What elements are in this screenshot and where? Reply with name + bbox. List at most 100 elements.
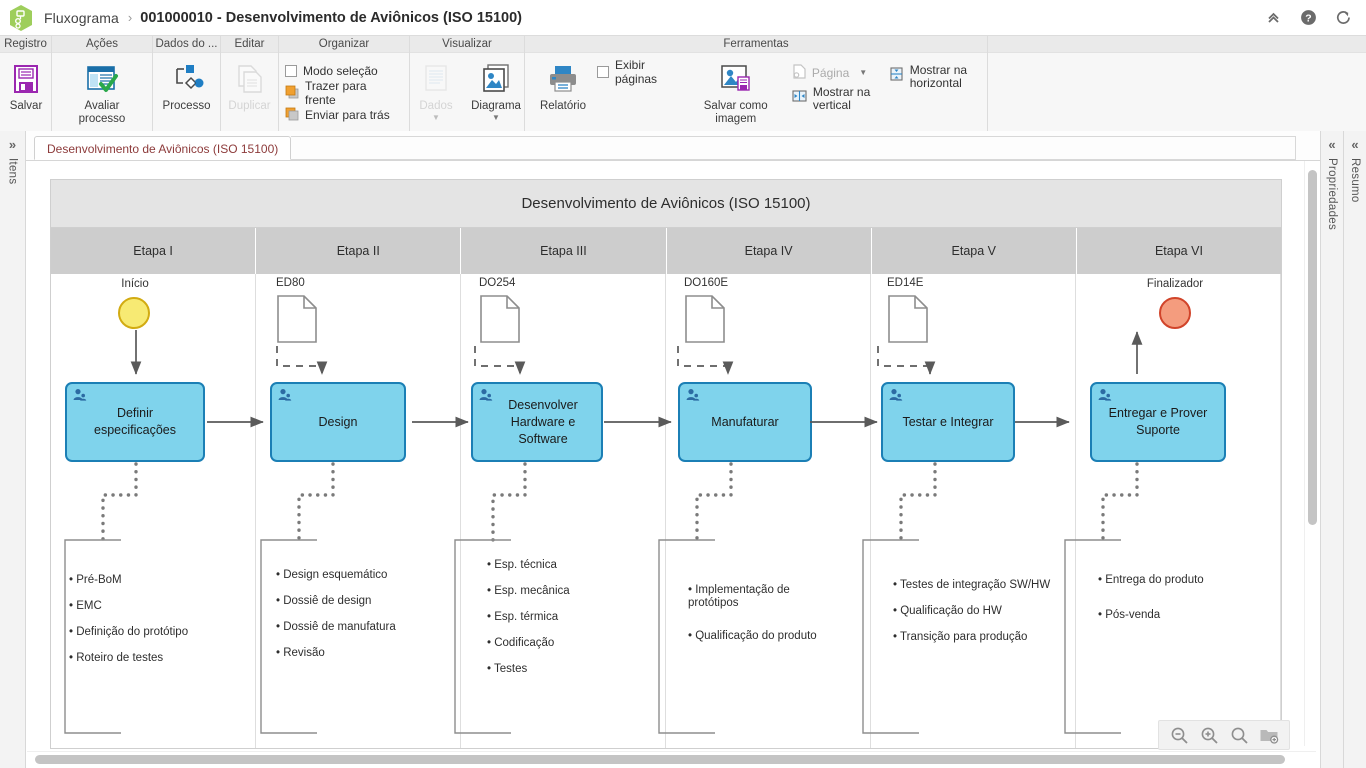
chevron-down-icon[interactable]: ▼ bbox=[432, 113, 440, 122]
right-rail-propriedades[interactable]: « Propriedades bbox=[1320, 131, 1343, 768]
task-entregar-prover-suporte[interactable]: Entregar e Prover Suporte bbox=[1090, 382, 1226, 462]
end-event-circle[interactable] bbox=[1159, 297, 1191, 329]
annotation-item: • Dossiê de design bbox=[276, 595, 372, 607]
diagram-title: Desenvolvimento de Aviônicos (ISO 15100) bbox=[51, 180, 1281, 228]
save-button[interactable]: Salvar bbox=[0, 58, 52, 115]
annotation-item: • Dossiê de manufatura bbox=[276, 621, 396, 633]
expand-left-icon[interactable]: « bbox=[1328, 137, 1336, 152]
show-horizontal-label: Mostrar na horizontal bbox=[909, 63, 968, 90]
help-icon[interactable]: ? bbox=[1300, 9, 1317, 26]
task-definir-especificacoes[interactable]: Definir especificações bbox=[65, 382, 205, 462]
refresh-icon[interactable] bbox=[1335, 9, 1352, 26]
task-design[interactable]: Design bbox=[270, 382, 406, 462]
task-manufaturar[interactable]: Manufaturar bbox=[678, 382, 812, 462]
diagram-canvas[interactable]: Desenvolvimento de Aviônicos (ISO 15100)… bbox=[27, 161, 1316, 768]
tab-strip-filler bbox=[291, 136, 1297, 160]
task-label: Definir especificações bbox=[94, 406, 176, 437]
fit-to-screen-icon[interactable] bbox=[1257, 723, 1281, 747]
lane-body-row: Início Definir especificações • Pr bbox=[51, 274, 1281, 748]
ribbon-group-editar: Editar Duplicar bbox=[221, 36, 279, 131]
lane-header-row: Etapa I Etapa II Etapa III Etapa IV Etap… bbox=[51, 228, 1282, 274]
duplicate-icon bbox=[235, 60, 265, 98]
show-horizontal-button[interactable]: Mostrar na horizontal bbox=[889, 64, 981, 90]
show-pages-icon[interactable] bbox=[597, 66, 609, 78]
actor-icon bbox=[1097, 388, 1112, 408]
page-setup-button[interactable]: Página ▼ bbox=[792, 64, 875, 82]
lane-header-etapa-2[interactable]: Etapa II bbox=[256, 228, 462, 274]
send-to-back-button[interactable]: Enviar para trás bbox=[285, 106, 403, 124]
end-event-label: Finalizador bbox=[1146, 278, 1204, 290]
ribbon-group-dados-do: Dados do ... Processo bbox=[153, 36, 221, 131]
save-floppy-icon bbox=[11, 60, 41, 98]
zoom-in-icon[interactable] bbox=[1197, 723, 1221, 747]
save-as-image-button[interactable]: Salvar como imagem bbox=[692, 58, 780, 128]
lane-etapa-6: Finalizador Entregar e Prover Suporte bbox=[1076, 274, 1281, 748]
lane-header-etapa-1[interactable]: Etapa I bbox=[51, 228, 257, 274]
annotation-list-etapa-2: • Design esquemático • Dossiê de design … bbox=[276, 569, 451, 673]
selection-mode-toggle[interactable]: Modo seleção bbox=[285, 62, 403, 80]
task-label: Testar e Integrar bbox=[902, 414, 994, 429]
save-as-image-icon bbox=[717, 60, 755, 98]
bring-to-front-icon bbox=[285, 85, 299, 102]
start-event-label: Início bbox=[121, 278, 149, 290]
show-vertical-button[interactable]: Mostrar na vertical bbox=[792, 86, 875, 112]
process-button[interactable]: Processo bbox=[155, 58, 219, 115]
save-as-image-label: Salvar como imagem bbox=[703, 100, 768, 125]
actor-icon bbox=[685, 388, 700, 408]
expand-right-icon[interactable]: » bbox=[8, 137, 17, 152]
start-event-circle[interactable] bbox=[118, 297, 150, 329]
left-rail-label: Itens bbox=[6, 158, 19, 185]
collapse-icon[interactable] bbox=[1265, 9, 1282, 26]
page-setup-icon bbox=[792, 64, 806, 82]
document-icon[interactable] bbox=[479, 294, 521, 349]
expand-left-icon[interactable]: « bbox=[1351, 137, 1359, 152]
annotation-item: • Qualificação do HW bbox=[893, 605, 1002, 617]
right-rail-resumo-label: Resumo bbox=[1349, 158, 1361, 203]
page-title: 001000010 - Desenvolvimento de Aviônicos… bbox=[140, 9, 523, 26]
report-button-label: Relatório bbox=[539, 100, 587, 112]
show-pages-toggle[interactable]: Exibir páginas bbox=[597, 58, 664, 86]
zoom-toolbar bbox=[1158, 720, 1290, 750]
chevron-down-icon[interactable]: ▼ bbox=[492, 113, 500, 122]
lane-header-etapa-4[interactable]: Etapa IV bbox=[666, 228, 872, 274]
task-testar-integrar[interactable]: Testar e Integrar bbox=[881, 382, 1015, 462]
report-button[interactable]: Relatório bbox=[537, 58, 589, 115]
task-label: Entregar e Prover Suporte bbox=[1108, 406, 1208, 437]
ribbon-group-acoes: Ações Avaliar processo bbox=[52, 36, 153, 131]
annotation-item: • Definição do protótipo bbox=[69, 626, 189, 638]
selection-mode-icon[interactable] bbox=[285, 65, 297, 77]
ribbon-group-visualizar: Visualizar Dados ▼ bbox=[410, 36, 525, 131]
task-label: Design bbox=[318, 414, 358, 429]
annotation-item: • Qualificação do produto bbox=[688, 630, 817, 642]
annotation-item: • Testes de integração SW/HW bbox=[893, 579, 1051, 591]
tab-desenvolvimento-avionicos[interactable]: Desenvolvimento de Aviônicos (ISO 15100) bbox=[34, 136, 292, 160]
task-desenvolver-hardware-software[interactable]: Desenvolver Hardware e Software bbox=[471, 382, 603, 462]
diagram-view-icon bbox=[481, 60, 511, 98]
document-label-do254: DO254 bbox=[479, 277, 516, 289]
vertical-scrollbar-thumb[interactable] bbox=[1308, 170, 1317, 525]
lane-header-etapa-3[interactable]: Etapa III bbox=[461, 228, 667, 274]
data-view-button[interactable]: Dados ▼ bbox=[410, 58, 462, 124]
diagram-view-button[interactable]: Diagrama ▼ bbox=[468, 58, 524, 124]
bring-to-front-button[interactable]: Trazer para frente bbox=[285, 79, 403, 107]
duplicate-button[interactable]: Duplicar bbox=[221, 58, 278, 115]
left-rail-itens[interactable]: » Itens bbox=[0, 131, 26, 768]
lane-header-etapa-6[interactable]: Etapa VI bbox=[1076, 228, 1282, 274]
svg-text:?: ? bbox=[1305, 12, 1311, 24]
horizontal-scrollbar-thumb[interactable] bbox=[35, 755, 1285, 764]
show-vertical-icon bbox=[792, 89, 807, 106]
zoom-reset-icon[interactable] bbox=[1227, 723, 1251, 747]
right-rail-resumo[interactable]: « Resumo bbox=[1343, 131, 1366, 768]
document-icon[interactable] bbox=[276, 294, 318, 349]
document-icon[interactable] bbox=[887, 294, 929, 349]
flowchart-logo-icon bbox=[8, 4, 34, 32]
right-rail-propriedades-label: Propriedades bbox=[1326, 158, 1338, 231]
send-to-back-icon bbox=[285, 107, 299, 124]
chevron-down-icon[interactable]: ▼ bbox=[859, 68, 868, 77]
annotation-item: • Revisão bbox=[276, 647, 325, 659]
document-icon[interactable] bbox=[684, 294, 726, 349]
lane-header-etapa-5[interactable]: Etapa V bbox=[871, 228, 1077, 274]
zoom-out-icon[interactable] bbox=[1167, 723, 1191, 747]
breadcrumb-module[interactable]: Fluxograma bbox=[44, 9, 119, 26]
evaluate-process-button[interactable]: Avaliar processo bbox=[52, 58, 152, 128]
